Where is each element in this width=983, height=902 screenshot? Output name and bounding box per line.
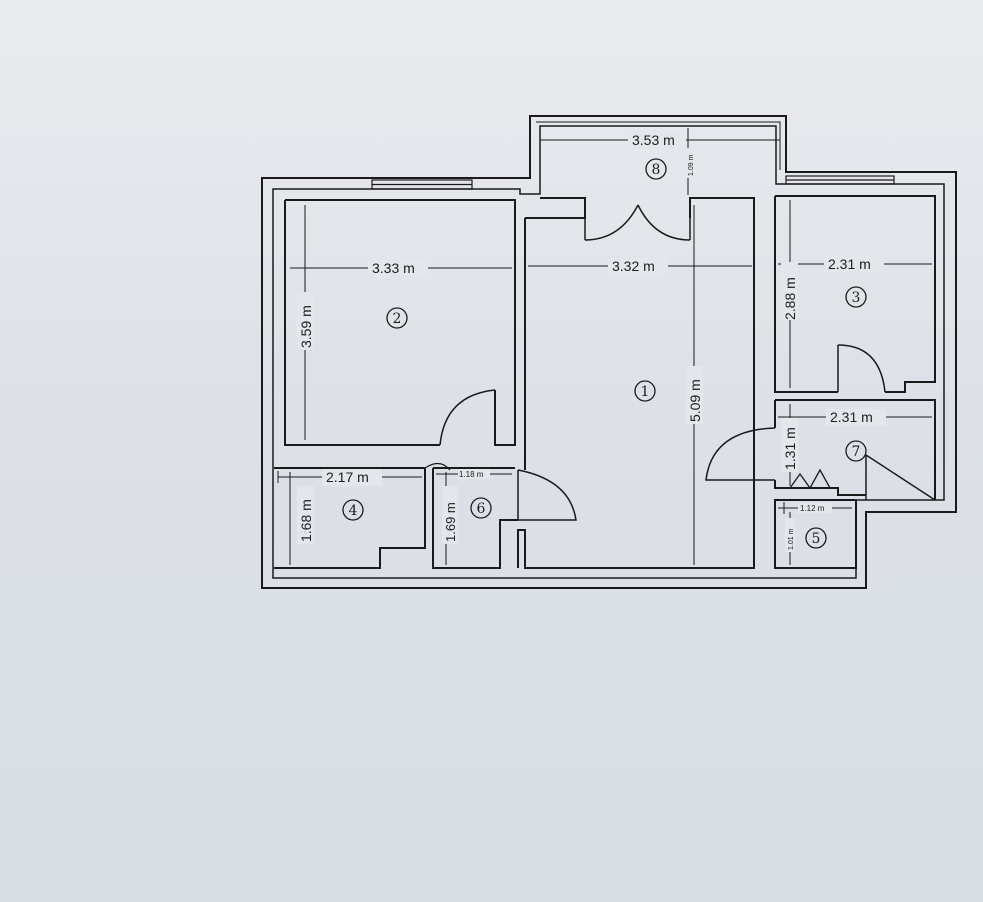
room-4-walls bbox=[274, 467, 426, 569]
dim-room2-height: 3.59 m bbox=[298, 305, 314, 348]
svg-text:5: 5 bbox=[812, 531, 821, 547]
svg-text:4: 4 bbox=[349, 503, 358, 519]
svg-text:3: 3 bbox=[852, 290, 861, 306]
room-7-walls bbox=[774, 399, 936, 501]
dim-room5-height: 1.01 m bbox=[788, 528, 795, 550]
svg-text:2: 2 bbox=[393, 311, 402, 327]
dim-room6-width: 1.18 m bbox=[459, 470, 484, 479]
dim-room3-height: 2.88 m bbox=[782, 277, 798, 320]
dim-room7-height: 1.31 m bbox=[782, 427, 798, 470]
dim-room3-width: 2.31 m bbox=[828, 256, 871, 272]
hall-door bbox=[705, 427, 776, 481]
svg-text:7: 7 bbox=[852, 444, 861, 460]
room-6-door bbox=[517, 469, 577, 521]
svg-text:8: 8 bbox=[652, 162, 661, 178]
windows bbox=[371, 175, 895, 190]
dim-room4-height: 1.68 m bbox=[298, 499, 314, 542]
room-2-marker: 2 bbox=[386, 307, 408, 329]
dim-room5-width: 1.12 m bbox=[800, 504, 825, 513]
outer-walls bbox=[261, 115, 957, 589]
balcony-door bbox=[584, 204, 691, 241]
dim-room1-height: 5.09 m bbox=[687, 379, 703, 422]
dim-room4-width: 2.17 m bbox=[326, 469, 369, 485]
dimension-labels: 3.53 m 1.09 m 3.33 m 3.59 m 3.32 m 5.09 … bbox=[297, 131, 886, 552]
dim-balcony-width: 3.53 m bbox=[632, 132, 675, 148]
room-5-marker: 5 bbox=[805, 527, 827, 549]
room-1-walls bbox=[517, 197, 755, 569]
room-4-marker: 4 bbox=[342, 499, 364, 521]
room-6-walls bbox=[432, 467, 518, 569]
room-7-marker: 7 bbox=[845, 440, 867, 462]
room-3-marker: 3 bbox=[845, 286, 867, 308]
svg-text:1: 1 bbox=[641, 384, 650, 400]
room-8-marker: 8 bbox=[645, 158, 667, 180]
dim-room2-width: 3.33 m bbox=[372, 260, 415, 276]
room-4-door bbox=[424, 462, 451, 471]
dim-room6-height: 1.69 m bbox=[443, 502, 458, 542]
room-1-marker: 1 bbox=[634, 380, 656, 402]
zigzag-marker bbox=[789, 468, 831, 490]
room-markers: 8 2 1 3 7 4 6 5 bbox=[342, 158, 867, 549]
room-3-walls bbox=[774, 195, 936, 393]
dim-room7-width: 2.31 m bbox=[830, 409, 873, 425]
room-2-door bbox=[439, 389, 496, 446]
room-5-walls bbox=[774, 499, 857, 569]
dim-room1-width: 3.32 m bbox=[612, 258, 655, 274]
room-6-marker: 6 bbox=[470, 497, 492, 519]
svg-text:6: 6 bbox=[477, 501, 486, 517]
dim-balcony-depth: 1.09 m bbox=[688, 154, 695, 176]
